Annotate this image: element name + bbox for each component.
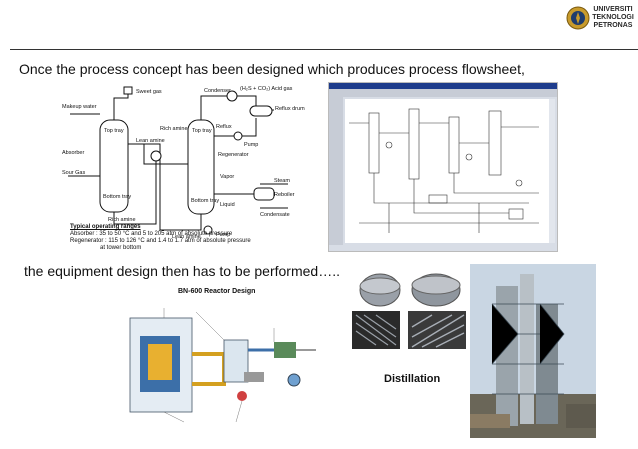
- label-acid-gas: (H₂S + CO₂) Acid gas: [240, 86, 293, 92]
- label-rich-amine-1: Rich amine: [108, 217, 136, 223]
- logo-line-2: TEKNOLOGI: [592, 14, 634, 21]
- header-divider: [10, 49, 638, 50]
- label-condensate: Condensate: [260, 212, 290, 218]
- reactor-title: BN-600 Reactor Design: [178, 288, 256, 295]
- amine-flowsheet: Sweet gas Makeup water Absorber Top tray…: [60, 84, 308, 252]
- crest-icon: [566, 6, 590, 30]
- equipment-text: the equipment design then has to be perf…: [24, 263, 340, 279]
- university-logo: [566, 4, 636, 34]
- label-absorber: Absorber: [62, 150, 84, 156]
- reactor-diagram: BN-600 Reactor Design: [124, 288, 322, 434]
- distillation-label: Distillation: [384, 373, 441, 385]
- label-sweet-gas: Sweet gas: [136, 89, 162, 95]
- range-absorber: Absorber : 35 to 50 °C and 5 to 205 atm …: [70, 231, 233, 237]
- label-reflux-drum: Reflux drum: [275, 106, 305, 112]
- label-lean-amine-2: Lean amine: [172, 234, 201, 240]
- label-liquid: Liquid: [220, 202, 235, 208]
- label-bottom-tray-2: Bottom tray: [191, 198, 219, 204]
- packing-photos-top: [358, 268, 462, 308]
- label-reboiler: Reboiler: [274, 192, 295, 198]
- label-steam: Steam: [274, 178, 290, 184]
- label-pump-2: Pump: [216, 232, 230, 238]
- label-vapor: Vapor: [220, 174, 234, 180]
- distillation-tower-photo: [470, 264, 596, 438]
- label-rich-amine-2: Rich amine: [160, 126, 188, 132]
- packing-photos-bottom: [352, 311, 468, 351]
- label-regenerator: Regenerator: [218, 152, 249, 158]
- range-regenerator-note: at tower bottom: [100, 245, 142, 251]
- label-condenser: Condenser: [204, 88, 231, 94]
- range-regenerator: Regenerator : 115 to 126 °C and 1.4 to 1…: [70, 238, 251, 244]
- label-pump-1: Pump: [244, 142, 258, 148]
- intro-text: Once the process concept has been design…: [19, 61, 525, 77]
- university-name: UNIVERSITI TEKNOLOGI PETRONAS: [590, 6, 636, 30]
- operating-ranges: Typical operating ranges Absorber : 35 t…: [70, 224, 251, 252]
- logo-line-1: UNIVERSITI: [593, 6, 633, 13]
- label-bottom-tray-1: Bottom tray: [103, 194, 131, 200]
- ranges-title: Typical operating ranges: [70, 224, 141, 230]
- label-sour-gas: Sour Gas: [62, 170, 85, 176]
- logo-line-3: PETRONAS: [593, 22, 633, 29]
- cad-screenshot: [328, 82, 558, 252]
- label-reflux: Reflux: [216, 124, 232, 130]
- label-top-tray-2: Top tray: [192, 128, 212, 134]
- label-lean-amine-1: Lean amine: [136, 138, 165, 144]
- label-makeup-water: Makeup water: [62, 104, 97, 110]
- label-top-tray-1: Top tray: [104, 128, 124, 134]
